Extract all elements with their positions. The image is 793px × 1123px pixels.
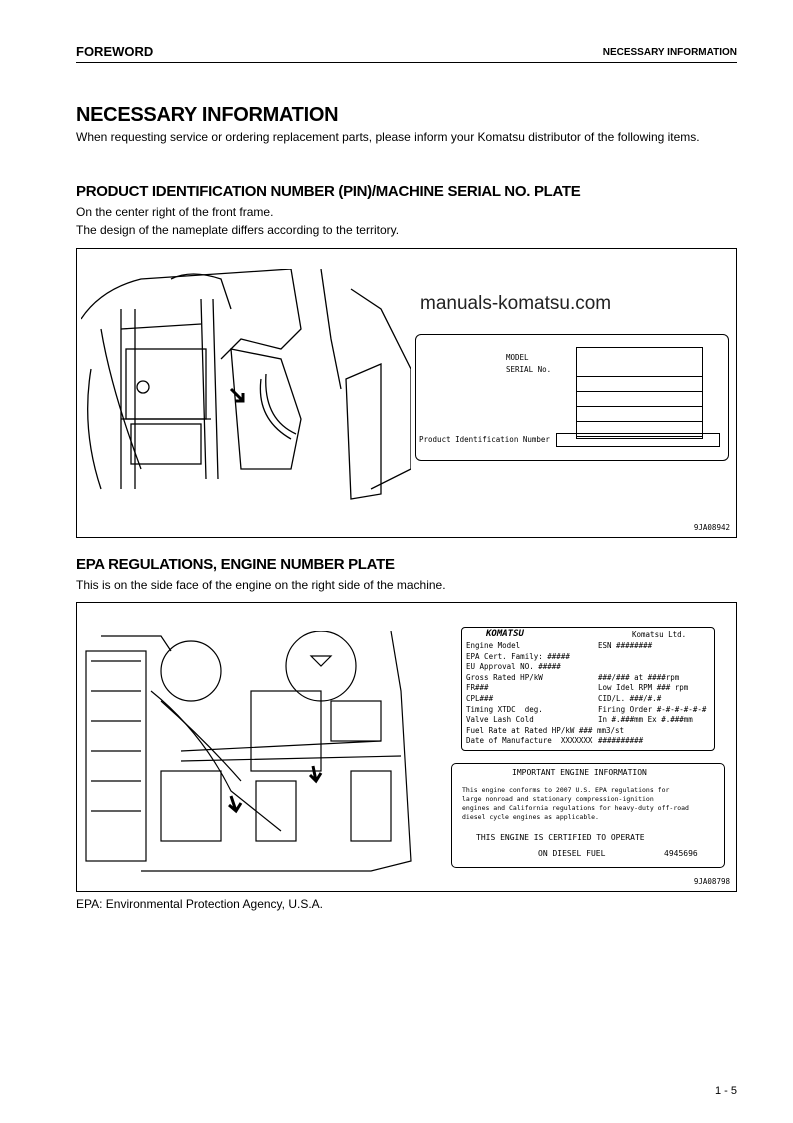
plate-field: FR### [466, 683, 489, 693]
plate-field: Valve Lash Cold [466, 715, 534, 725]
plate-field: ###/### at ####rpm [598, 672, 680, 682]
watermark: manuals-komatsu.com [420, 293, 612, 314]
page-title: NECESSARY INFORMATION [76, 104, 339, 126]
info-title: IMPORTANT ENGINE INFORMATION [512, 768, 647, 777]
epa-note: EPA: Environmental Protection Agency, U.… [76, 897, 324, 911]
plate-field: Gross Rated HP/kW [466, 672, 543, 682]
plate-field: EU Approval NO. ##### [466, 662, 561, 672]
important-engine-info-plate: IMPORTANT ENGINE INFORMATION This engine… [451, 763, 725, 868]
figure-id: 9JA08942 [693, 523, 730, 532]
model-label: MODEL [506, 353, 529, 362]
frame-illustration [81, 269, 411, 500]
section1-line2: The design of the nameplate differs acco… [76, 223, 400, 237]
header-chapter: NECESSARY INFORMATION [602, 47, 737, 58]
plate-field: Firing Order #-#-#-#-#-# [598, 704, 707, 714]
komatsu-engine-plate: KOMATSU Komatsu Ltd. Engine Model ESN ###… [461, 627, 715, 751]
plate-field: Date of Manufacture XXXXXXX [466, 736, 593, 746]
plate-field: Timing XTDC deg. [466, 704, 543, 714]
intro-text: When requesting service or ordering repl… [76, 130, 700, 144]
info-line: engines and California regulations for h… [462, 804, 689, 812]
company-name: Komatsu Ltd. [632, 630, 687, 639]
cert-line1: THIS ENGINE IS CERTIFIED TO OPERATE [476, 833, 645, 842]
header-divider [76, 62, 737, 63]
plate-field: ESN ######## [598, 641, 653, 650]
plate-field: EPA Cert. Family: ##### [466, 651, 570, 661]
serial-label: SERIAL No. [506, 365, 552, 374]
plate-field: Low Idel RPM ### rpm [598, 683, 689, 693]
info-line: diesel cycle engines as applicable. [462, 813, 599, 821]
section1-line1: On the center right of the front frame. [76, 205, 274, 219]
part-number: 4945696 [664, 849, 698, 858]
info-line: large nonroad and stationary compression… [462, 795, 654, 803]
engine-illustration [85, 631, 412, 872]
plate-field: ########## [598, 736, 644, 746]
serial-nameplate: MODEL SERIAL No. Product Identification … [415, 334, 729, 461]
figure-engine-plate: KOMATSU Komatsu Ltd. Engine Model ESN ###… [76, 602, 737, 892]
info-line: This engine conforms to 2007 U.S. EPA re… [462, 786, 670, 794]
section2-line: This is on the side face of the engine o… [76, 578, 446, 592]
plate-field: In #.###mm Ex #.###mm [598, 715, 693, 725]
plate-field: CPL### [466, 694, 494, 703]
figure-pin-plate: MODEL SERIAL No. Product Identification … [76, 248, 737, 538]
header-section: FOREWORD [76, 44, 154, 59]
komatsu-logo: KOMATSU [486, 629, 524, 639]
figure-id: 9JA08798 [693, 877, 730, 886]
section1-heading: PRODUCT IDENTIFICATION NUMBER (PIN)/MACH… [76, 183, 581, 200]
page-number: 1 - 5 [714, 1085, 737, 1097]
plate-field: Engine Model [466, 641, 521, 650]
plate-field: Fuel Rate at Rated HP/kW ### mm3/st [466, 725, 625, 735]
cert-line2: ON DIESEL FUEL [538, 849, 606, 858]
pin-label: Product Identification Number [419, 435, 550, 444]
plate-field: CID/L. ###/#.# [598, 694, 662, 703]
section2-heading: EPA REGULATIONS, ENGINE NUMBER PLATE [76, 556, 395, 573]
